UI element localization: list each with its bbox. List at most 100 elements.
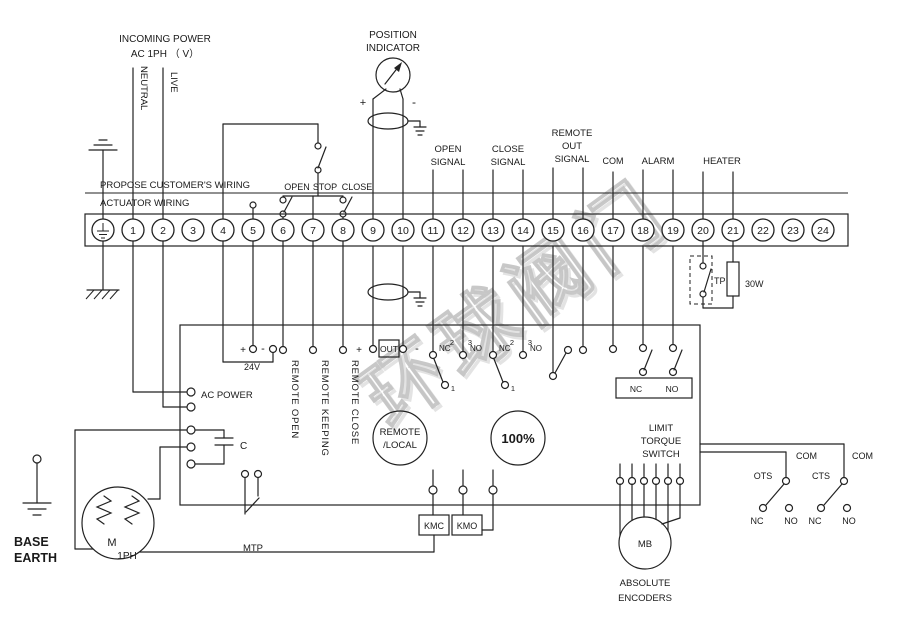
torque-label: TORQUE [641,436,681,447]
customer-buttons: OPEN STOP CLOSE [222,123,373,220]
capacitor-label: C [240,441,247,452]
terminal-earth-icon [97,223,109,239]
encoders-label1: ABSOLUTE [620,578,671,589]
terminal-number-7: 7 [310,225,316,237]
indicator-minus: - [412,95,416,109]
alarm-contacts: NC NO [608,245,693,399]
terminal-number-1: 1 [130,225,136,237]
terminal-11 [421,218,445,242]
limit-label: LIMIT [649,423,673,434]
terminal-number-18: 18 [637,225,649,237]
terminal-number-14: 14 [517,225,529,237]
close-contact-no: NO [530,344,542,353]
motor-icon [81,486,155,560]
terminal-number-23: 23 [787,225,799,237]
close-button-label: CLOSE [342,182,373,192]
terminal-22 [751,218,775,242]
terminal-number-24: 24 [817,225,829,237]
switch-label: SWITCH [642,449,680,460]
actuator-wiring-label: ACTUATOR WIRING [100,198,189,209]
base-label: BASE [14,535,49,549]
remote-out-label1: REMOTE [552,128,593,139]
terminal-9 [361,218,385,242]
close-contact-nc: NC [499,344,511,353]
terminal-number-5: 5 [250,225,256,237]
terminal-3 [181,218,205,242]
terminal-18 [631,218,655,242]
cts-nc-label: NC [809,516,822,526]
ots-com-label: COM [796,451,817,461]
terminal-number-22: 22 [757,225,769,237]
terminal-16 [571,218,595,242]
terminal-number-16: 16 [577,225,589,237]
terminal-number-10: 10 [397,225,409,237]
wiring-divider: PROPOSE CUSTOMER'S WIRING ACTUATOR WIRIN… [85,180,848,209]
out-label: OUT [380,344,398,354]
remote-local-selector-icon [372,410,428,466]
motor-winding-icon [95,495,113,525]
watermark-text: 环球阀门 [348,165,685,444]
terminal-number-12: 12 [457,225,469,237]
gauge-icon [375,57,411,93]
cts-com-label: COM [852,451,873,461]
loop-icon-bottom [367,283,409,301]
terminal-13 [481,218,505,242]
position-indicator-title2: INDICATOR [366,43,420,54]
motor-winding-icon [123,495,141,525]
customer-wiring-label: PROPOSE CUSTOMER'S WIRING [100,180,250,191]
motor-circuit: C M 1PH BASE EARTH [14,425,247,565]
terminal-15 [541,218,565,242]
ots-no-label: NO [784,516,798,526]
close-signal-contact: NC 2 3 NO 1 [488,245,542,393]
close-signal-label2: SIGNAL [491,157,526,168]
close-contact-3: 3 [528,338,532,347]
terminal-17 [601,218,625,242]
neutral-label: NEUTRAL [138,66,149,110]
alarm-no-label: NO [666,384,679,394]
open-contact-1: 1 [451,384,455,393]
close-signal-label1: CLOSE [492,144,524,155]
open-contact-2: 2 [450,338,454,347]
com-label: COM [603,156,624,166]
open-signal-label2: SIGNAL [431,157,466,168]
kmc-label: KMC [424,521,445,531]
remote-local-label2: /LOCAL [383,440,417,451]
ac-power-label: AC POWER [201,390,253,401]
cts-no-label: NO [842,516,856,526]
remote-out-label3: SIGNAL [555,154,590,165]
heater-resistor-icon [726,261,740,297]
gauge-needle-arrow [394,62,402,72]
selector-and-display: REMOTE /LOCAL 100% [372,410,546,466]
kmo-label: KMO [457,521,478,531]
alarm-label: ALARM [642,156,675,167]
position-indicator: POSITION INDICATOR + - [360,30,427,220]
absolute-encoder: MB ABSOLUTE ENCODERS [618,483,681,604]
position-display-icon [490,410,546,466]
open-signal-contact: NC 2 3 NO 1 [428,245,482,393]
indicator-plus: + [360,97,366,109]
terminal-14 [511,218,535,242]
heater-label: HEATER [703,156,741,167]
incoming-power: INCOMING POWER AC 1PH （ V） NEUTRAL LIVE [119,34,211,220]
terminal-number-17: 17 [607,225,619,237]
ac-power-wires: AC POWER [132,240,253,412]
remote-out-contact [548,245,588,381]
alarm-nc-label: NC [630,384,642,394]
incoming-power-title: INCOMING POWER [119,34,211,45]
terminal-number-8: 8 [340,225,346,237]
ots-cts-contacts: COM COM OTS CTS NC NO NC NO [699,443,873,526]
remote-out-label2: OUT [562,141,582,152]
limit-torque-switch: LIMIT TORQUE SWITCH [615,423,685,486]
remote-close-label: REMOTE CLOSE [349,360,360,445]
terminal-number-19: 19 [667,225,679,237]
earth-symbol-top [88,139,118,220]
ots-label: OTS [754,471,773,481]
remote-local-label1: REMOTE [380,427,421,438]
terminal-number-9: 9 [370,225,376,237]
earth-label: EARTH [14,551,57,565]
out-minus-label: - [415,343,419,355]
open-contact-3: 3 [468,338,472,347]
terminal-number-2: 2 [160,225,166,237]
close-contact-2: 2 [510,338,514,347]
